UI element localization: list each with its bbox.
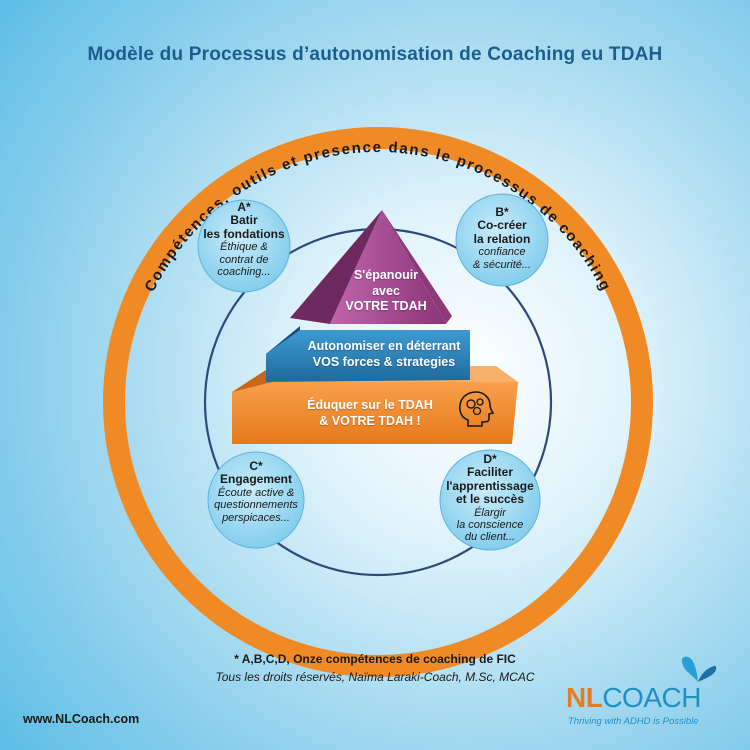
pyramid-top-line-2: avec <box>372 283 400 298</box>
head-gears-icon <box>459 391 495 427</box>
pyramid-bottom-line-2: & VOTRE TDAH ! <box>319 413 421 428</box>
pyramid-top-tier <box>330 210 446 324</box>
pyramid-middle-label: Autonomiser en déterrant VOS forces & st… <box>296 339 472 370</box>
bubble-c-desc-2: questionnements <box>214 499 298 512</box>
bubble-c <box>207 451 305 549</box>
pyramid-top-left <box>290 210 382 324</box>
bubble-a <box>197 199 291 293</box>
bubble-c-letter: C* <box>249 459 263 473</box>
bubble-b-title-1: Co-créer <box>477 218 527 233</box>
bubble-a-title-2: les fondations <box>203 226 285 241</box>
bubble-b-title-2: la relation <box>473 231 531 246</box>
pyramid-middle-line-1: Autonomiser en déterrant <box>307 339 461 353</box>
nlcoach-logo: NLCOACH Thriving with ADHD is Possible <box>566 656 717 727</box>
bubble-d-desc-2: la conscience <box>456 519 524 532</box>
bubble-a-text: A* Batir les fondations Éthique & contra… <box>200 200 288 278</box>
bubble-a-letter: A* <box>237 200 251 214</box>
pyramid-middle-line-2: VOS forces & strategies <box>312 354 456 369</box>
pyramid-top-label: S'épanouir avec VOTRE TDAH <box>338 268 434 315</box>
pyramid-middle-tier <box>266 330 470 382</box>
pyramid-top-line-1: S'épanouir <box>353 268 419 282</box>
pyramid-top-line-3: VOTRE TDAH <box>345 299 427 314</box>
footnote-copyright: Tous les droits réservés, Naïma Laraki-C… <box>215 670 535 684</box>
bubble-d <box>439 449 541 551</box>
bubble-d-title-1: Faciliter <box>466 465 514 480</box>
logo-tagline: Thriving with ADHD is Possible <box>568 716 699 727</box>
bubble-b-text: B* Co-créer la relation confiance & sécu… <box>458 205 546 271</box>
bubble-d-title-2: l'apprentissage <box>446 478 534 493</box>
pyramid-bottom-line-1: Éduquer sur le TDAH <box>307 398 433 412</box>
logo-wordmark: NLCOACH <box>566 682 701 714</box>
website-link[interactable]: www.NLCoach.com <box>23 712 140 726</box>
bubble-a-desc-1: Éthique & <box>220 241 268 254</box>
bubble-b-desc-1: confiance <box>478 246 526 259</box>
bubble-c-desc-3: perspicaces... <box>222 511 290 524</box>
pyramid-bottom-label: Éduquer sur le TDAH & VOTRE TDAH ! <box>290 398 450 429</box>
logo-nl: NL <box>566 682 603 713</box>
bubble-d-title-3: et le succès <box>455 492 525 507</box>
bubble-b <box>455 193 549 287</box>
pyramid-top-right <box>382 210 452 324</box>
bubble-d-desc-1: Élargir <box>474 506 506 519</box>
bubble-b-letter: B* <box>495 205 509 219</box>
bubble-d-desc-3: du client... <box>464 531 516 544</box>
butterfly-icon <box>681 656 717 682</box>
bubble-d-text: D* Faciliter l'apprentissage et le succè… <box>436 452 544 544</box>
footnote-competencies: * A,B,C,D, Onze compétences de coaching … <box>234 652 516 666</box>
bubble-a-desc-2: contrat de <box>219 253 269 266</box>
logo-coach: COACH <box>602 682 701 713</box>
page-title: Modèle du Processus d’autonomisation de … <box>87 44 663 65</box>
pyramid-bottom-tier <box>232 382 518 444</box>
bubble-a-desc-3: coaching... <box>217 265 271 278</box>
bubble-c-title-1: Engagement <box>219 472 292 487</box>
bubble-a-title-1: Batir <box>230 213 258 228</box>
outer-ring <box>103 127 653 677</box>
bubble-c-desc-1: Écoute active & <box>217 486 295 499</box>
bubble-b-desc-2: & sécurité... <box>472 258 532 271</box>
bubble-c-text: C* Engagement Écoute active & questionne… <box>206 459 306 524</box>
bubble-d-letter: D* <box>483 452 497 466</box>
